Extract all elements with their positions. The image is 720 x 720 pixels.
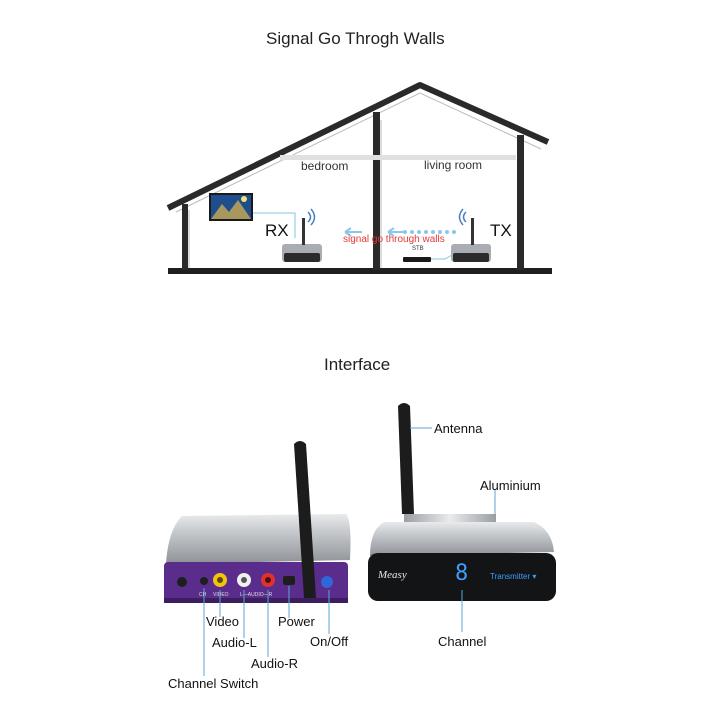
mode-text: Transmitter ▾	[490, 572, 536, 581]
roof	[166, 82, 550, 211]
signal-arrow-left	[344, 227, 362, 237]
rx-box	[282, 218, 322, 262]
label-video: Video	[206, 614, 240, 629]
label-channel-switch: Channel Switch	[168, 676, 259, 691]
tx-label: TX	[490, 221, 512, 240]
rx-label: RX	[265, 221, 289, 240]
front-panel	[368, 553, 556, 601]
label-audio-l: Audio-L	[212, 635, 257, 650]
signal-label: signal go through walls	[343, 234, 445, 245]
signal-dots	[403, 230, 456, 234]
ceiling	[280, 155, 516, 160]
living-room-label: living room	[424, 158, 483, 172]
label-on-off: On/Off	[310, 634, 349, 649]
channel-display: 8	[455, 561, 469, 586]
signal-arrow-right	[387, 227, 404, 237]
stb-box	[403, 257, 431, 262]
ch-button	[177, 577, 187, 587]
video-text: VIDEO	[213, 592, 229, 598]
power-jack	[283, 576, 295, 585]
floor	[168, 268, 552, 274]
front-device	[368, 403, 556, 601]
wifi-icon: ▾	[532, 572, 537, 581]
label-power: Power	[278, 614, 315, 629]
house-title: Signal Go Throgh Walls	[266, 29, 445, 48]
roof-inner	[175, 92, 542, 213]
wall-middle	[373, 112, 380, 270]
bedroom-label: bedroom	[301, 159, 349, 173]
wall-right	[517, 135, 524, 270]
mode-label: Transmitter	[490, 572, 531, 581]
front-antenna	[398, 403, 414, 514]
rear-antenna	[294, 441, 316, 598]
rear-panel	[164, 562, 348, 602]
label-audio-r: Audio-R	[251, 656, 298, 671]
tx-box	[451, 218, 491, 262]
brand-logo: Measy	[378, 569, 407, 581]
label-aluminium: Aluminium	[480, 478, 541, 493]
stb-label: STB	[412, 246, 424, 252]
rear-device: CH VIDEO L—AUDIO—R	[164, 441, 351, 603]
wall-left	[182, 204, 188, 270]
ch-text: CH	[199, 592, 207, 598]
audio-text: L—AUDIO—R	[240, 592, 273, 598]
label-antenna: Antenna	[434, 421, 483, 436]
on-off-switch	[321, 576, 333, 588]
label-channel: Channel	[438, 634, 487, 649]
interface-title: Interface	[324, 355, 391, 374]
